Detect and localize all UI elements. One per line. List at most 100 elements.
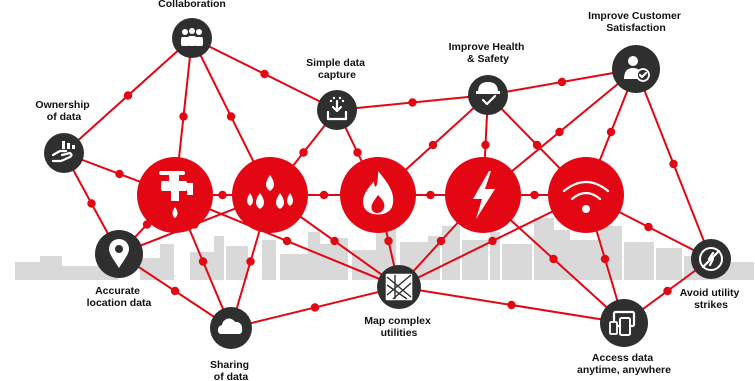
junction-dot bbox=[663, 286, 672, 296]
node-label: Simple data capture bbox=[306, 57, 368, 81]
node-circle bbox=[548, 157, 624, 233]
skyline-building bbox=[62, 266, 102, 280]
skyline-building bbox=[190, 252, 216, 280]
skyline-building bbox=[600, 226, 622, 280]
flame-icon bbox=[363, 171, 394, 215]
data-capture-icon bbox=[326, 96, 348, 121]
junction-dot bbox=[644, 222, 653, 232]
junction-dot bbox=[436, 236, 446, 246]
skyline-building bbox=[280, 254, 310, 280]
junction-dot bbox=[123, 91, 133, 100]
junction-dot bbox=[330, 236, 339, 246]
junction-dot bbox=[299, 148, 308, 157]
utility-node-electric bbox=[445, 157, 521, 233]
node-circle bbox=[232, 157, 308, 233]
junction-dot bbox=[310, 303, 320, 312]
skyline-building bbox=[442, 226, 460, 280]
junction-dot bbox=[87, 199, 96, 208]
junction-dot bbox=[481, 140, 490, 150]
junction-dot bbox=[260, 69, 269, 79]
node-label: Ownership of data bbox=[35, 99, 92, 123]
location-pin-icon bbox=[109, 239, 129, 268]
skyline-building bbox=[226, 246, 248, 280]
cloud-icon bbox=[217, 318, 243, 334]
skyline-building bbox=[214, 236, 224, 280]
skyline-building bbox=[15, 262, 45, 280]
junction-dot bbox=[530, 190, 539, 200]
junction-dot bbox=[555, 127, 564, 137]
skyline-building bbox=[140, 258, 164, 280]
junction-dot bbox=[226, 112, 236, 121]
junction-dot bbox=[246, 257, 255, 266]
hand-data-icon bbox=[51, 141, 75, 163]
skyline-building bbox=[308, 232, 320, 280]
skyline-building bbox=[160, 244, 174, 280]
skyline-building bbox=[262, 240, 276, 280]
skyline-building bbox=[570, 240, 600, 280]
node-label: Avoid utility strikes bbox=[680, 287, 743, 311]
junction-dot bbox=[353, 148, 362, 157]
node-circle bbox=[468, 75, 508, 115]
junction-dot bbox=[669, 159, 678, 169]
network-junction-dots bbox=[87, 69, 678, 312]
junction-dot bbox=[532, 140, 542, 150]
avoid-strike-icon bbox=[699, 247, 723, 271]
node-label: Map complex utilities bbox=[364, 315, 433, 339]
junction-dot bbox=[507, 300, 516, 310]
junction-dot bbox=[319, 190, 329, 200]
utility-node-drops bbox=[232, 157, 308, 233]
utility-node-water bbox=[137, 157, 213, 233]
devices-icon bbox=[609, 310, 636, 336]
junction-dot bbox=[282, 236, 292, 246]
skyline-building bbox=[502, 244, 532, 280]
node-label: Improve Health & Safety bbox=[449, 41, 528, 65]
benefit-node-capture: Simple data capture bbox=[306, 57, 368, 130]
skyline-building bbox=[534, 218, 554, 280]
skyline-building bbox=[338, 238, 348, 280]
lightning-bolt-icon bbox=[473, 171, 495, 219]
junction-dot bbox=[198, 257, 208, 266]
benefit-node-collaboration: Collaboration bbox=[158, 0, 226, 58]
node-label: Improve Customer Satisfaction bbox=[588, 10, 684, 34]
junction-dot bbox=[606, 127, 616, 137]
water-drops-icon bbox=[247, 175, 293, 209]
junction-dot bbox=[170, 286, 180, 296]
node-label: Sharing of data bbox=[210, 359, 252, 381]
junction-dot bbox=[488, 236, 497, 246]
junction-dot bbox=[408, 98, 417, 107]
satisfied-customer-icon bbox=[624, 56, 650, 82]
skyline-building bbox=[462, 240, 488, 280]
junction-dot bbox=[384, 236, 393, 246]
utility-node-telecom bbox=[548, 157, 624, 233]
faucet-icon bbox=[159, 171, 193, 218]
skyline-building bbox=[40, 256, 62, 280]
junction-dot bbox=[600, 254, 610, 264]
skyline-building bbox=[318, 244, 338, 280]
benefit-node-access: Access data anytime, anywhere bbox=[577, 299, 671, 376]
hard-hat-icon bbox=[476, 82, 500, 106]
skyline-building bbox=[724, 262, 754, 280]
junction-dot bbox=[218, 190, 227, 200]
benefit-node-health: Improve Health & Safety bbox=[449, 41, 528, 115]
skyline-building bbox=[656, 248, 682, 280]
skyline-building bbox=[624, 242, 654, 280]
node-circle bbox=[44, 133, 84, 173]
skyline-building bbox=[490, 232, 500, 280]
team-icon bbox=[181, 28, 203, 46]
benefit-node-map: Map complex utilities bbox=[364, 265, 433, 339]
node-label: Access data anytime, anywhere bbox=[577, 352, 671, 376]
junction-dot bbox=[428, 140, 438, 150]
utility-node-gas bbox=[340, 157, 416, 233]
junction-dot bbox=[557, 77, 567, 87]
skyline-building bbox=[554, 230, 570, 280]
junction-dot bbox=[549, 254, 558, 264]
wifi-icon bbox=[562, 180, 610, 213]
benefit-node-sharing: Sharing of data bbox=[210, 307, 252, 381]
junction-dot bbox=[179, 112, 188, 121]
junction-dot bbox=[115, 169, 124, 179]
benefit-node-ownership: Ownership of data bbox=[35, 99, 92, 173]
node-label: Collaboration bbox=[158, 0, 226, 10]
junction-dot bbox=[426, 190, 435, 200]
complex-utilities-map-icon bbox=[384, 272, 414, 302]
